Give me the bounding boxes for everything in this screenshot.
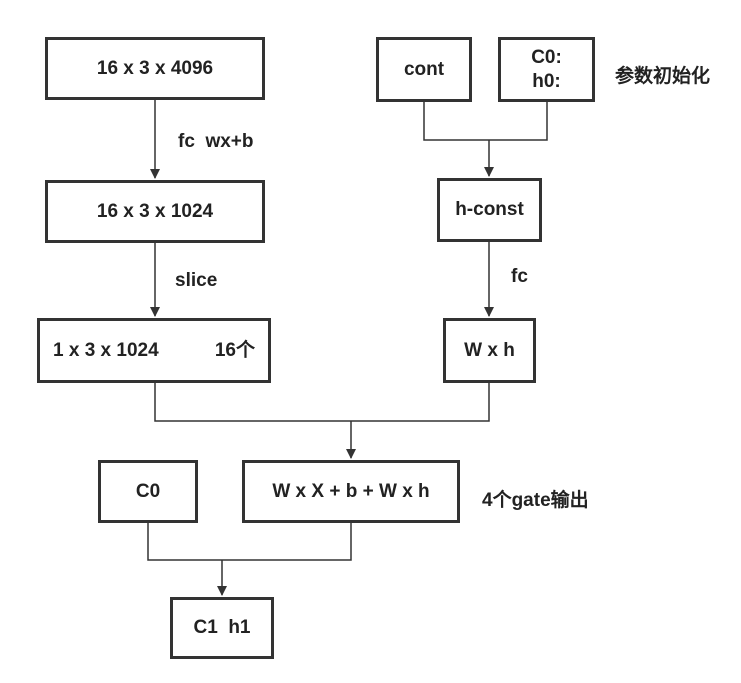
output-box: C1 h1	[170, 597, 274, 659]
line-cont-merge	[423, 101, 548, 141]
cont-label: cont	[403, 58, 445, 80]
h-const-label: h-const	[455, 199, 524, 221]
line-slice-wxh-merge	[154, 382, 490, 422]
init-h0-label: h0:	[532, 70, 561, 92]
h-const-box: h-const	[437, 178, 542, 242]
fc-output-label: 16 x 3 x 1024	[96, 200, 214, 222]
init-c0-label: C0:	[531, 46, 562, 68]
slice-count-label: 16个	[214, 339, 255, 361]
cont-box: cont	[376, 37, 472, 102]
output-label: C1 h1	[193, 617, 251, 639]
gate-output-label: 4个gate输出	[482, 490, 589, 511]
slice-output-label: 1 x 3 x 1024	[53, 339, 159, 361]
fc-wxb-label: fc wx+b	[178, 131, 254, 152]
c0-label: C0	[135, 480, 161, 502]
init-state-box: C0: h0:	[498, 37, 595, 102]
wxh-label: W x h	[464, 339, 515, 361]
slice-output-box: 1 x 3 x 1024 16个	[37, 318, 271, 383]
gate-sum-box: W x X + b + W x h	[242, 460, 460, 523]
gate-sum-label: W x X + b + W x h	[272, 480, 430, 502]
c0-box: C0	[98, 460, 198, 523]
fc-output-box: 16 x 3 x 1024	[45, 180, 265, 243]
wxh-box: W x h	[443, 318, 536, 383]
slice-edge-label: slice	[175, 270, 218, 291]
input-tensor-box: 16 x 3 x 4096	[45, 37, 265, 100]
fc-edge-label: fc	[511, 266, 528, 287]
param-init-label: 参数初始化	[615, 66, 711, 87]
line-c0-gate-merge	[147, 522, 352, 561]
input-tensor-label: 16 x 3 x 4096	[96, 57, 214, 79]
